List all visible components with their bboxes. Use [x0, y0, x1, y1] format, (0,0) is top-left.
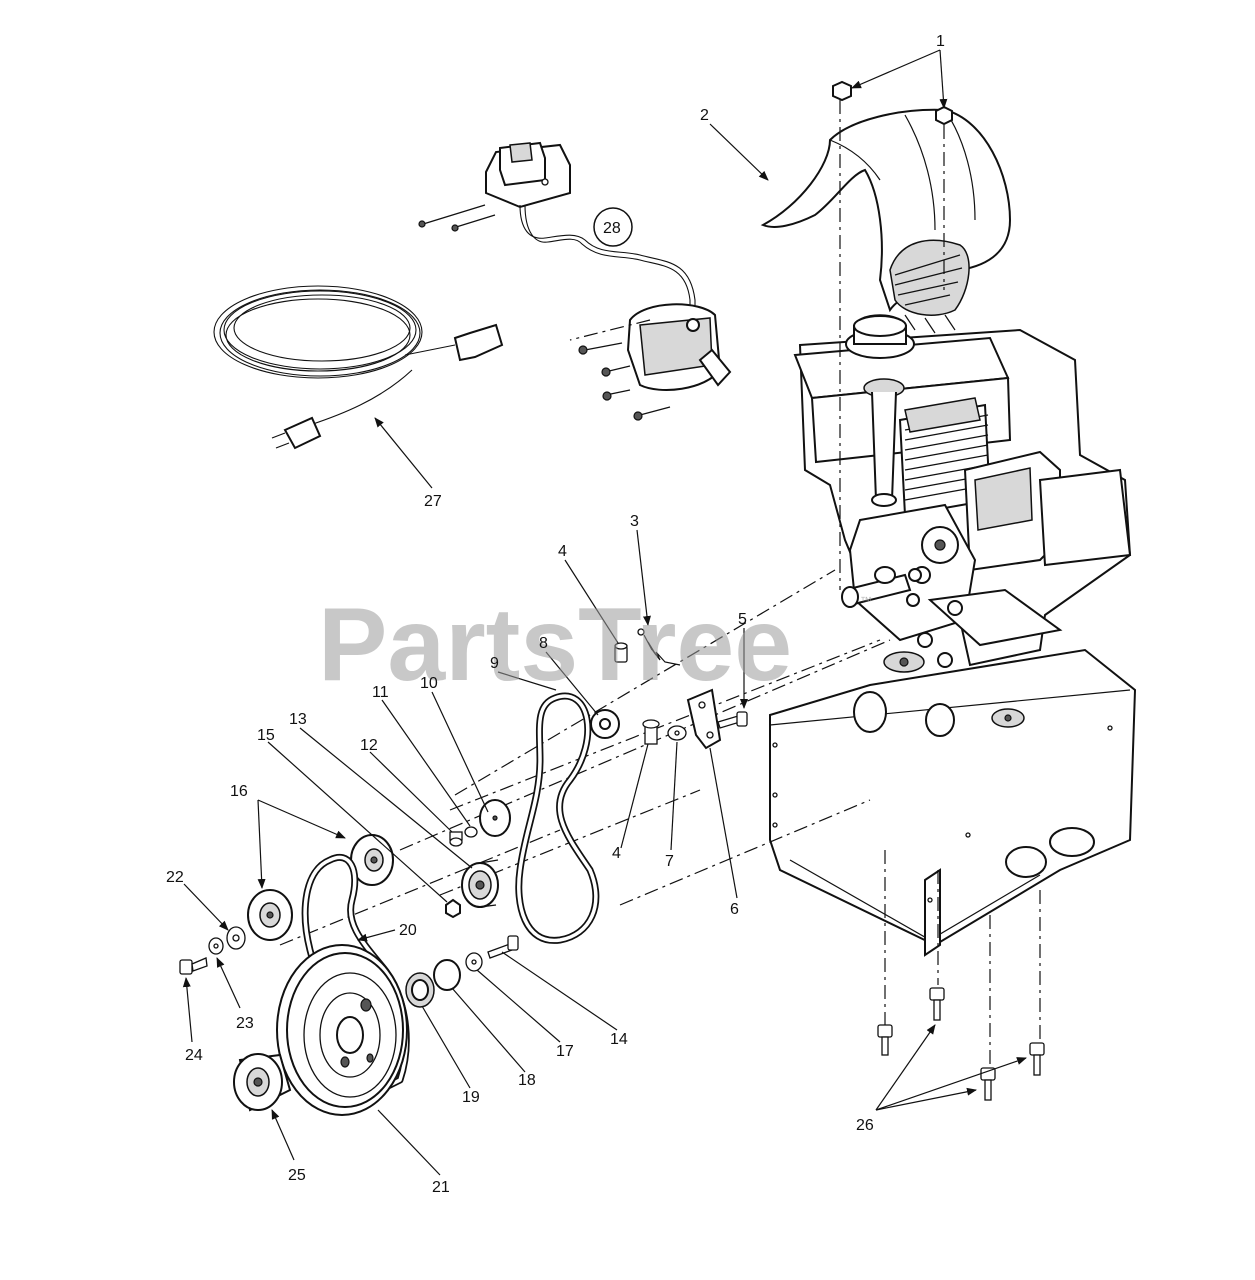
callout-19: 19	[462, 1089, 480, 1106]
belt-cover	[760, 108, 1012, 334]
callout-20: 20	[399, 922, 417, 939]
watermark-trademark: ™	[860, 594, 872, 608]
callout-9: 9	[490, 655, 499, 672]
callout-21: 21	[432, 1179, 450, 1196]
callout-11: 11	[372, 684, 389, 701]
bearing-19	[405, 972, 435, 1008]
auger-pulley	[276, 944, 408, 1116]
callout-13: 13	[289, 711, 307, 728]
shoulder-pin	[642, 719, 660, 745]
washer-17	[465, 952, 483, 972]
callout-17: 17	[556, 1043, 574, 1060]
pulley-hub	[233, 1053, 292, 1112]
idler-pulley	[461, 859, 499, 908]
callout-4-upper: 4	[558, 543, 567, 560]
alignment-lines	[279, 100, 1041, 1065]
callout-5: 5	[738, 611, 747, 628]
callout-23: 23	[236, 1015, 254, 1032]
callout-28: 28	[603, 220, 621, 237]
idler-washer	[479, 799, 511, 837]
callout-25: 25	[288, 1167, 306, 1184]
callout-6: 6	[730, 901, 739, 918]
watermark: PartsTree ™	[318, 587, 872, 703]
bolt	[717, 711, 748, 729]
callout-16: 16	[230, 783, 248, 800]
drive-belt-9	[515, 692, 600, 944]
drive-belt-20	[301, 854, 410, 1094]
leader-lines	[182, 49, 1027, 1176]
callout-28-circle: 28	[593, 207, 633, 247]
spring	[637, 628, 681, 666]
pulley-half-upper	[350, 834, 394, 886]
engine-assembly	[793, 314, 1132, 668]
spacer	[590, 709, 620, 739]
pin	[614, 642, 628, 663]
frame-bolts	[877, 987, 1045, 1101]
bolt-24	[179, 957, 208, 975]
callout-10: 10	[420, 675, 438, 692]
callout-labels: 1 2 3 4 5 6 7 8 9 10 11 12 13 14 15 16 1…	[166, 33, 945, 1196]
watermark-text: PartsTree	[318, 587, 792, 703]
callout-2: 2	[700, 107, 709, 124]
callout-8: 8	[539, 635, 548, 652]
nut-15	[445, 898, 461, 919]
callout-1: 1	[936, 33, 945, 50]
callout-26: 26	[856, 1117, 874, 1134]
callout-14: 14	[610, 1031, 628, 1048]
extension-cord	[213, 285, 504, 450]
callout-3: 3	[630, 513, 639, 530]
washers-22-23	[208, 926, 246, 955]
washer-18	[433, 959, 461, 991]
callout-12: 12	[360, 737, 378, 754]
screw-washer	[449, 826, 478, 847]
pulley-half-lower	[247, 889, 293, 941]
callout-4-lower: 4	[612, 845, 621, 862]
callout-24: 24	[185, 1047, 203, 1064]
electric-starter-kit	[418, 141, 732, 421]
callout-27: 27	[424, 493, 442, 510]
bolt-14	[487, 935, 519, 959]
frame-housing	[769, 648, 1137, 957]
bracket	[686, 688, 722, 750]
callout-22: 22	[166, 869, 184, 886]
callout-18: 18	[518, 1072, 536, 1089]
hex-nut	[832, 80, 953, 126]
callout-15: 15	[257, 727, 275, 744]
washer	[667, 725, 687, 741]
callout-7: 7	[665, 853, 674, 870]
